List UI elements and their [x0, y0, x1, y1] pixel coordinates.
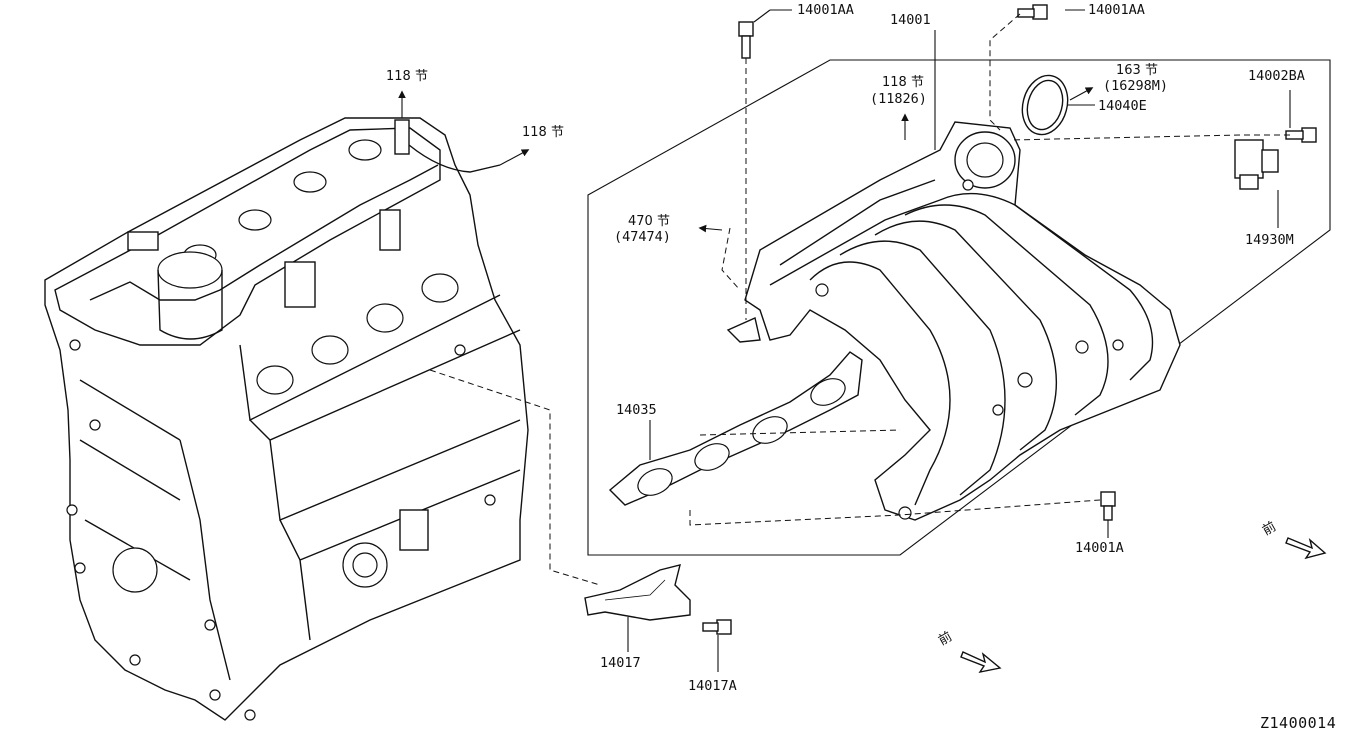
ref-163-sub: (16298M): [1103, 78, 1168, 94]
label-14001AA-right: 14001AA: [1088, 2, 1145, 18]
leader-lines: [429, 9, 1291, 672]
front-arrow-2: [960, 651, 1002, 674]
label-14017A: 14017A: [688, 678, 737, 694]
bolt-14017A: [702, 619, 732, 635]
ref-118-right: 118 节: [522, 125, 564, 140]
label-14040E: 14040E: [1098, 98, 1147, 114]
intake-gasket-illustration: [608, 351, 863, 506]
bracket-14017-illustration: [584, 564, 691, 621]
bolt-14002BA: [1285, 127, 1317, 143]
label-14930M: 14930M: [1245, 232, 1294, 248]
ref-118-manifold: 118 节: [882, 75, 924, 90]
ref-470: 470 节: [628, 214, 670, 229]
bolt-14001AA-right: [1017, 4, 1048, 20]
label-14001A: 14001A: [1075, 540, 1124, 556]
sensor-illustration: [1234, 139, 1279, 190]
label-14017: 14017: [600, 655, 641, 671]
label-14001: 14001: [890, 12, 931, 28]
front-arrow-1: [1285, 537, 1327, 560]
diagram-code: Z1400014: [1260, 714, 1336, 732]
label-14035: 14035: [616, 402, 657, 418]
label-14002BA: 14002BA: [1248, 68, 1305, 84]
ref-118-top: 118 节: [386, 69, 428, 84]
ref-118-manifold-sub: (11826): [870, 91, 927, 107]
bolt-14001AA-left: [738, 21, 754, 59]
intake-manifold-group-box: [587, 59, 1331, 556]
front-mark-2: 前: [936, 628, 955, 648]
reference-arrows: [398, 87, 1094, 233]
ref-470-sub: (47474): [614, 229, 671, 245]
bolt-14001A: [1100, 491, 1116, 521]
front-mark-1: 前: [1260, 518, 1279, 538]
ref-163: 163 节: [1116, 63, 1158, 78]
label-14001AA-left: 14001AA: [797, 2, 854, 18]
intake-manifold-illustration: [726, 121, 1181, 521]
engine-block-illustration: [44, 117, 529, 721]
throttle-gasket-oring: [1021, 74, 1069, 136]
